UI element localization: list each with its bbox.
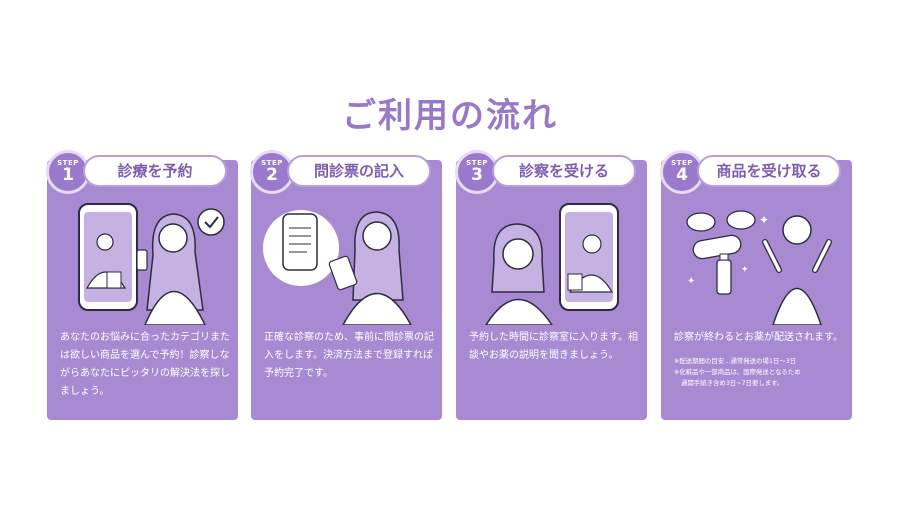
page-title: ご利用の流れ — [342, 96, 558, 136]
step-description: あなたのお悩みに合ったカテゴリまたは欲しい商品を選んで予約！診察しながらあなたに… — [60, 332, 230, 397]
step-label: STEP — [57, 159, 79, 167]
step-description: 診察が終わるとお薬が配送されます。 — [674, 332, 843, 343]
questionnaire-illustration — [263, 210, 412, 325]
delivery-note-line: ※化粧品や一部商品は、国際発送となるため — [674, 368, 801, 376]
delivery-note-line: 通関手続き含め3日~7日要します。 — [681, 379, 784, 387]
step-card-4: STEP 4 商品を受け取る ✦ ✦ ✦ 診察が終わるとお薬が配送されます。 ※… — [660, 150, 852, 420]
step-heading: 診療を予約 — [83, 155, 227, 187]
step-card-3: STEP 3 診察を受ける 予約した時間に診察室に入ります。相談やお薬の説明を聞… — [455, 150, 647, 420]
delivery-note: ※配送期間の目安…通常発送の場1日～3日 ※化粧品や一部商品は、国際発送となるた… — [674, 356, 846, 389]
step-number: 2 — [266, 165, 278, 185]
step-number: 3 — [471, 165, 483, 185]
medicine-delivery-illustration: ✦ ✦ ✦ — [686, 210, 832, 325]
step-label: STEP — [671, 159, 693, 167]
step-description: 予約した時間に診察室に入ります。相談やお薬の説明を聞きましょう。 — [469, 332, 638, 361]
step-card-2: STEP 2 問診票の記入 正確な診察のため、事前に問診票の記入をします。決済方… — [250, 150, 442, 420]
video-consultation-illustration — [485, 203, 619, 325]
step-heading: 診察を受ける — [492, 155, 636, 187]
step-card-1: STEP 1 診療を予約 あなたのお悩みに合ったカテゴリまたは欲しい商品を選んで… — [46, 150, 238, 420]
step-number: 1 — [62, 165, 74, 185]
step-label: STEP — [261, 159, 283, 167]
step-badge: STEP 3 — [455, 150, 499, 194]
step-label: STEP — [466, 159, 488, 167]
step-heading: 商品を受け取る — [697, 155, 841, 187]
delivery-note-line: ※配送期間の目安…通常発送の場1日～3日 — [674, 357, 797, 365]
svg-text:✦: ✦ — [741, 265, 749, 275]
svg-text:✦: ✦ — [687, 276, 695, 287]
step-number: 4 — [676, 165, 688, 185]
step-badge: STEP 1 — [46, 150, 90, 194]
step-description: 正確な診察のため、事前に問診票の記入をします。決済方法まで登録すれば予約完了です… — [264, 332, 434, 379]
svg-text:✦: ✦ — [759, 213, 769, 227]
smartphone-consultation-illustration — [78, 203, 225, 325]
step-heading: 問診票の記入 — [287, 155, 431, 187]
